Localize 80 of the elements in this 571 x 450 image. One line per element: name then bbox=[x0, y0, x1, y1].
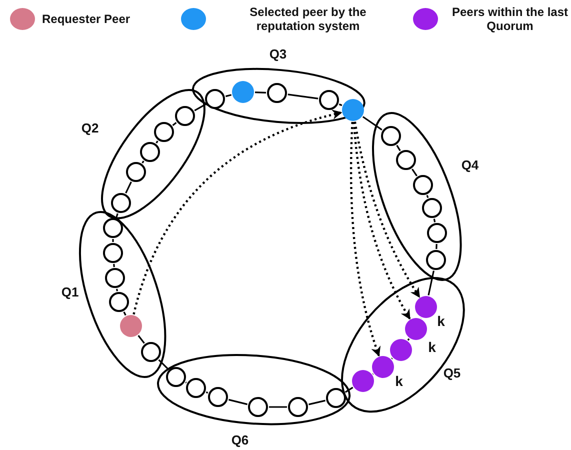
legend-text: Selected peer by the reputation system bbox=[248, 5, 368, 33]
link-line bbox=[426, 194, 429, 198]
peer-circle bbox=[318, 90, 339, 110]
quorum-label: Q2 bbox=[81, 120, 99, 136]
peer-circle bbox=[120, 314, 142, 337]
link-line bbox=[254, 92, 266, 94]
link-line bbox=[123, 311, 126, 316]
quorum-label: Q3 bbox=[269, 46, 287, 62]
dotted-arrow bbox=[352, 122, 411, 320]
link-line bbox=[116, 288, 118, 292]
peer-circle bbox=[426, 250, 446, 270]
link-line bbox=[407, 338, 410, 341]
peer-circle bbox=[154, 122, 174, 142]
peer-circle bbox=[208, 386, 228, 407]
k-label: k bbox=[395, 373, 403, 389]
peer-circle bbox=[204, 88, 225, 109]
link-line bbox=[194, 104, 206, 112]
peer-circle bbox=[396, 150, 416, 170]
link-line bbox=[338, 104, 342, 106]
link-line bbox=[269, 406, 287, 408]
peer-circle bbox=[108, 292, 129, 312]
link-line bbox=[412, 168, 418, 176]
quorum-label: Q5 bbox=[443, 365, 461, 380]
peer-circle bbox=[140, 142, 160, 162]
link-line bbox=[113, 264, 115, 268]
peer-circle bbox=[232, 80, 254, 103]
peer-circle bbox=[426, 222, 447, 243]
peer-circle bbox=[174, 106, 195, 126]
link-line bbox=[288, 94, 318, 100]
link-line bbox=[112, 239, 114, 242]
peer-circle bbox=[166, 366, 186, 387]
link-line bbox=[436, 244, 438, 250]
peer-circle bbox=[342, 98, 364, 121]
k-label: k bbox=[437, 313, 445, 329]
link-line bbox=[125, 182, 132, 194]
link-line bbox=[138, 335, 145, 344]
link-line bbox=[396, 144, 401, 152]
link-line bbox=[185, 382, 187, 384]
link-line bbox=[433, 218, 436, 222]
link-line bbox=[362, 116, 382, 130]
peer-circle bbox=[104, 268, 125, 288]
dotted-arrow bbox=[132, 110, 342, 315]
link-line bbox=[172, 122, 177, 126]
peer-circle bbox=[372, 356, 394, 378]
quorum-label: Q4 bbox=[461, 157, 479, 172]
dotted-arrow bbox=[354, 122, 420, 298]
peer-circle bbox=[102, 218, 123, 238]
link-line bbox=[308, 400, 326, 406]
legend-text: Peers within the last Quorum bbox=[450, 5, 570, 33]
peer-circle bbox=[380, 126, 401, 146]
peer-circle bbox=[102, 242, 123, 263]
peer-circle bbox=[352, 370, 374, 392]
quorum-ellipse bbox=[340, 276, 466, 414]
link-line bbox=[142, 160, 144, 164]
legend-text: Requester Peer bbox=[42, 12, 132, 26]
peer-circle bbox=[186, 378, 206, 398]
peer-circle bbox=[390, 338, 412, 361]
link-line bbox=[206, 391, 208, 394]
link-line bbox=[428, 270, 434, 296]
link-line bbox=[391, 358, 393, 360]
link-line bbox=[228, 398, 248, 406]
peer-circle bbox=[422, 198, 442, 218]
peer-circle bbox=[126, 162, 146, 182]
quorum-label: Q1 bbox=[61, 284, 79, 300]
link-line bbox=[158, 359, 169, 370]
link-line bbox=[156, 140, 158, 144]
peer-circle bbox=[326, 388, 346, 408]
quorum-label: Q6 bbox=[231, 432, 249, 448]
peer-circle bbox=[404, 318, 427, 340]
link-line bbox=[372, 373, 374, 375]
peer-circle bbox=[412, 174, 433, 195]
k-label: k bbox=[428, 339, 436, 355]
peer-circle bbox=[248, 396, 268, 417]
peer-circle bbox=[110, 192, 131, 213]
peer-circle bbox=[266, 82, 287, 103]
peer-circle bbox=[140, 342, 161, 362]
peer-circle bbox=[288, 396, 308, 417]
peer-circle bbox=[414, 296, 437, 318]
link-line bbox=[225, 94, 232, 98]
dotted-arrow bbox=[350, 122, 381, 357]
